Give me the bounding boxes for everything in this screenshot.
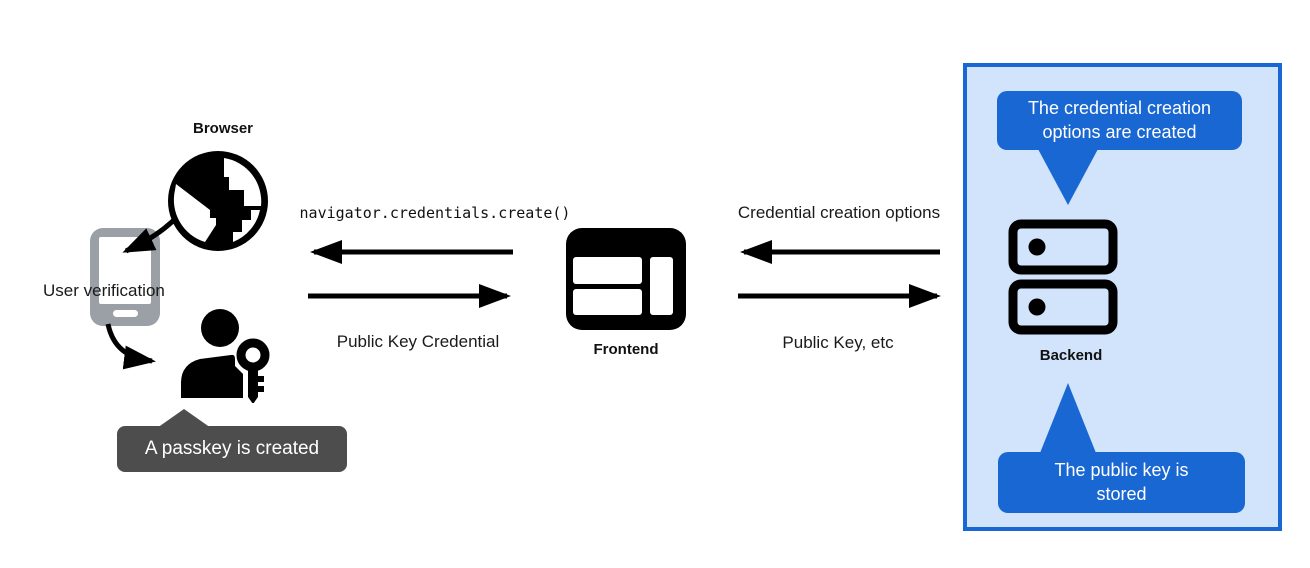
browser-label: Browser bbox=[192, 120, 254, 137]
frontend-label: Frontend bbox=[593, 341, 659, 358]
tooltip-pointer-up-dark bbox=[157, 409, 211, 428]
tooltip-options-created-text: The credential creation options are crea… bbox=[1027, 98, 1212, 142]
public-key-credential-label: Public Key Credential bbox=[336, 332, 500, 351]
credential-creation-options-label: Credential creation options bbox=[737, 203, 941, 222]
tooltip-public-key-stored-text: The public key is stored bbox=[1054, 460, 1189, 504]
tooltip-pointer-down bbox=[1038, 149, 1098, 205]
browser-window-icon bbox=[566, 228, 686, 330]
person-key-icon bbox=[181, 309, 270, 403]
server-icon bbox=[1008, 219, 1118, 335]
arrow-phone-to-user bbox=[105, 323, 156, 370]
tooltip-options-created: The credential creation options are crea… bbox=[997, 91, 1242, 205]
public-key-etc-label: Public Key, etc bbox=[782, 333, 894, 352]
tooltip-public-key-stored: The public key is stored bbox=[998, 383, 1245, 513]
globe-icon bbox=[168, 151, 268, 251]
create-call-label: navigator.credentials.create() bbox=[299, 204, 571, 222]
tooltip-passkey-created: A passkey is created bbox=[117, 409, 347, 472]
tooltip-passkey-created-text: A passkey is created bbox=[144, 438, 320, 459]
backend-label: Backend bbox=[1039, 347, 1103, 364]
user-verification-label: User verification bbox=[43, 281, 165, 300]
tooltip-pointer-up bbox=[1040, 383, 1096, 453]
